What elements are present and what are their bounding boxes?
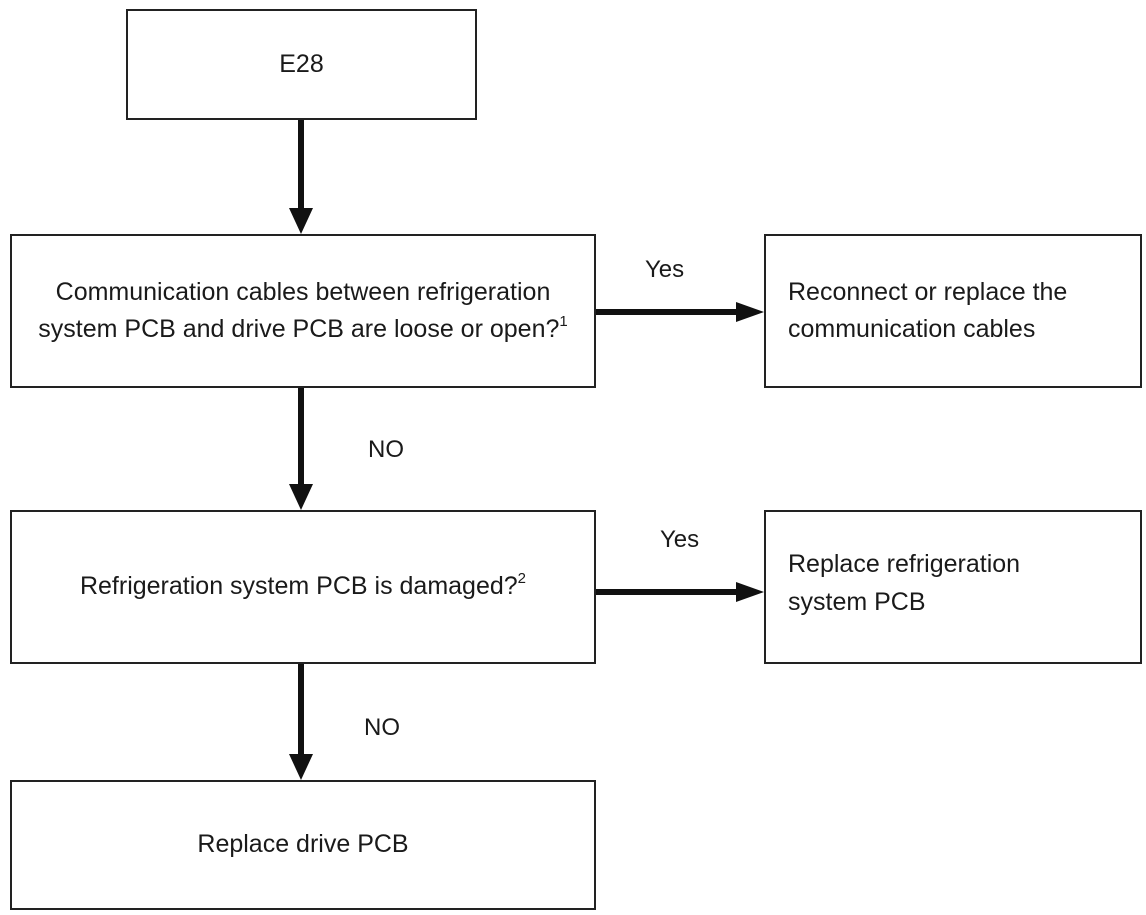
start-node-label: E28 <box>279 49 324 78</box>
edge-label-yes: Yes <box>645 256 685 283</box>
decision-pcb-damaged-label: Refrigeration system PCB is damaged? <box>79 572 518 601</box>
end-node-label: Replace drive PCB <box>197 830 409 859</box>
start-node: E28 <box>126 9 477 120</box>
arrowhead-down <box>289 208 313 234</box>
action-reconnect-cables: Reconnect or replace the communication c… <box>764 234 1142 388</box>
footnote-marker: 2 <box>517 570 527 588</box>
arrowhead-down <box>289 484 313 510</box>
action-replace-refrigeration-pcb-label: Replace refrigeration system PCB <box>788 550 1021 616</box>
decision-cables-loose: Communication cables between refrigerati… <box>10 234 596 388</box>
arrowhead-right <box>736 582 764 602</box>
edge-label-no: NO <box>364 714 400 741</box>
decision-pcb-damaged: Refrigeration system PCB is damaged?2 <box>10 510 596 664</box>
edge-label-yes: Yes <box>660 526 700 553</box>
arrowhead-right <box>736 302 764 322</box>
action-reconnect-cables-label: Reconnect or replace the communication c… <box>788 277 1068 344</box>
decision-cables-loose-label: Communication cables between refrigerati… <box>38 277 560 344</box>
edge-label-no: NO <box>368 436 404 463</box>
action-replace-refrigeration-pcb: Replace refrigeration system PCB <box>764 510 1142 664</box>
footnote-marker: 1 <box>559 313 568 330</box>
end-node: Replace drive PCB <box>10 780 596 910</box>
arrowhead-down <box>289 754 313 780</box>
